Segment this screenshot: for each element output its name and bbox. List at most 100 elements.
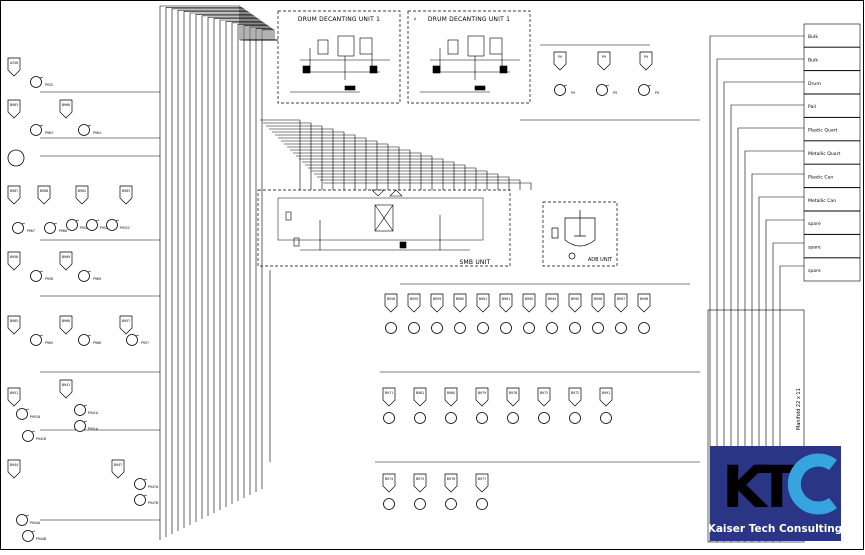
pump-icon — [30, 76, 42, 88]
pump-icon — [383, 412, 395, 424]
tank-icon — [59, 379, 73, 399]
pump-icon — [538, 412, 550, 424]
tank-label: B972 — [571, 391, 579, 395]
pump-icon — [638, 322, 650, 334]
row2-tank-6: B972 — [568, 387, 582, 407]
row3-tank-0: B974 — [382, 473, 396, 493]
tank-icon — [7, 99, 21, 119]
left-tank-10: B966 — [59, 315, 73, 335]
pump-icon — [126, 334, 138, 346]
outlet-label: Plastic Can — [808, 174, 833, 180]
pump-icon — [74, 404, 86, 416]
tank-icon — [382, 473, 396, 493]
tank-icon — [476, 293, 490, 313]
tank-icon — [614, 293, 628, 313]
row2-tank-1: B981 — [413, 387, 427, 407]
tank-label: B998 — [640, 297, 648, 301]
tank-label: B965 — [10, 319, 18, 323]
tank-icon — [7, 185, 21, 205]
pump-icon — [477, 322, 489, 334]
tank-label: B960 — [456, 297, 464, 301]
pump-icon — [476, 412, 488, 424]
left-tank-12: B941 — [59, 379, 73, 399]
pump-icon — [507, 412, 519, 424]
outlet-label: spare — [808, 221, 821, 227]
drum-decanting-unit-2-mark: A — [414, 17, 417, 21]
left-pump-10: P965 — [30, 334, 53, 346]
pump-label: P966 — [93, 341, 101, 345]
header-line — [263, 122, 312, 190]
row1-tank-7: B994 — [545, 293, 559, 313]
pump-label: P952C — [120, 226, 131, 230]
tank-icon — [75, 185, 89, 205]
header-line — [287, 146, 400, 190]
row1-tank-10: B997 — [614, 293, 628, 313]
header-line — [308, 167, 477, 190]
ktc-company-name: Kaiser Tech Consulting — [708, 523, 843, 535]
pump-icon — [86, 219, 98, 231]
tank-label: B961 — [502, 297, 510, 301]
header-line — [317, 176, 510, 190]
left-pump-8: P958 — [30, 270, 53, 282]
bus-line — [261, 29, 278, 489]
left-pump-0: P932 — [30, 76, 53, 88]
row1-tank-2: B959 — [430, 293, 444, 313]
tank-label: B962 — [78, 189, 86, 193]
outlet-10: spare — [803, 257, 861, 282]
pump-label: P951B — [30, 415, 40, 419]
tank-label: B977 — [478, 477, 486, 481]
left-pump-5: P952A — [66, 219, 91, 231]
outlet-5: Metallic Quart — [803, 140, 861, 165]
left-pump-9: P969 — [78, 270, 101, 282]
tank-label: B966 — [62, 319, 70, 323]
row2-tank-3: B979 — [475, 387, 489, 407]
tank-label: B968 — [40, 189, 48, 193]
left-pump-6: P952B — [86, 219, 110, 231]
smb-equipment — [285, 189, 470, 251]
left-pump-19: P947A — [134, 478, 159, 490]
tank-icon — [568, 293, 582, 313]
pump-icon — [569, 322, 581, 334]
tank-label: B991 — [602, 391, 610, 395]
header-line — [299, 158, 444, 190]
left-tank-9: B965 — [7, 315, 21, 335]
pump-icon — [30, 270, 42, 282]
pump-icon — [408, 322, 420, 334]
left-header — [40, 91, 160, 521]
outlet-1: Bulk — [803, 47, 861, 71]
pump-icon — [615, 322, 627, 334]
tank-icon — [59, 315, 73, 335]
header-line — [314, 173, 499, 190]
tank-icon — [568, 387, 582, 407]
adb-reactor — [551, 210, 596, 260]
pump-label: P941A — [88, 411, 99, 415]
manifold-line — [765, 219, 804, 542]
pump-label: P963 — [45, 131, 53, 135]
tank-icon — [639, 51, 653, 71]
tank-label: B997 — [617, 297, 625, 301]
manifold-line — [737, 127, 804, 542]
tank-label: B971 — [385, 391, 393, 395]
left-pump-4: P968 — [44, 222, 67, 234]
pump-label: P9 — [571, 91, 575, 95]
outlet-label: Drum — [808, 81, 821, 87]
tank-label: B969 — [62, 255, 70, 259]
pump-label: P967 — [27, 229, 35, 233]
pump-icon — [30, 124, 42, 136]
outlet-label: Metallic Quart — [808, 151, 840, 157]
manifold-line — [751, 173, 804, 542]
pump-icon — [134, 494, 146, 506]
tank-icon — [382, 387, 396, 407]
tank-label: B980 — [447, 391, 455, 395]
outlet-label: Metallic Can — [808, 198, 836, 204]
ktc-logo-k: K — [722, 453, 769, 521]
tank-icon — [407, 293, 421, 313]
tank-label: B975 — [416, 477, 424, 481]
row1-tank-0: B958 — [384, 293, 398, 313]
manifold-line — [772, 242, 804, 542]
pump-label: P969 — [93, 277, 101, 281]
